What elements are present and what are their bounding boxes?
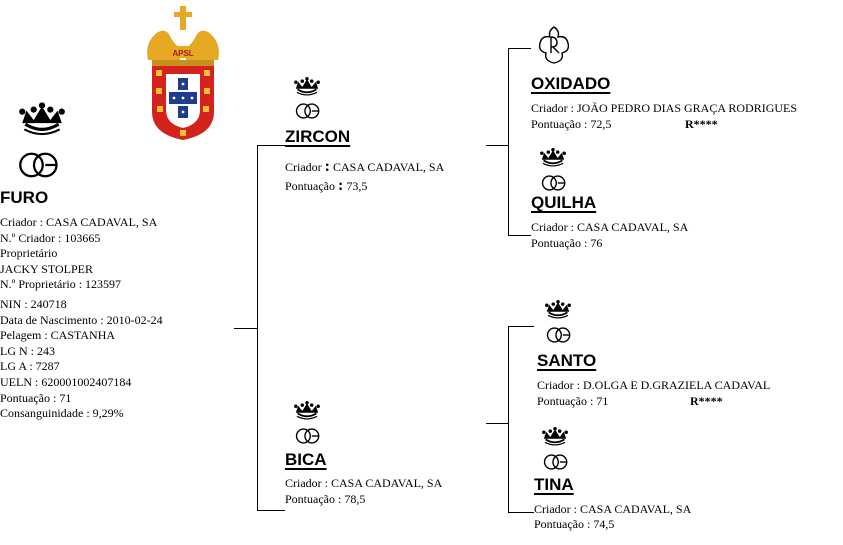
connector-dam-vertical	[508, 326, 509, 513]
horse-lgn: 243	[37, 343, 55, 358]
sire-dam-breeder-line: Criador : CASA CADAVAL, SA	[531, 220, 689, 234]
sire-dam-score: 76	[590, 236, 603, 250]
sire-breeder: CASA CADAVAL, SA	[332, 160, 445, 174]
connector-main	[234, 328, 258, 329]
horse-inbreeding: 9,29%	[92, 406, 124, 421]
sire-og-brand-icon	[295, 101, 321, 121]
sire-dam-name: QUILHA	[531, 193, 597, 212]
sire-score: 73,5	[346, 179, 368, 193]
dam-score: 78,5	[344, 492, 366, 506]
dam-dam-crown-icon	[540, 427, 570, 447]
dam-dam-og-brand-icon	[543, 452, 569, 472]
sire-score-line: Pontuação : 73,5	[285, 177, 368, 194]
dam-sire-name: SANTO	[537, 351, 597, 370]
horse-owner-number: 123597	[85, 277, 122, 292]
connector-sire-dam	[508, 235, 531, 236]
sire-crown-icon	[292, 77, 322, 97]
connector-sire-sire	[508, 48, 531, 49]
horse-name: FURO	[0, 188, 49, 207]
horse-og-brand-icon	[17, 150, 61, 180]
crest-ribbon-text: APSL	[172, 49, 193, 58]
sire-sire-breeder: JOÃO PEDRO DIAS GRAÇA RODRIGUES	[577, 101, 798, 115]
dam-sire-breeder-line: Criador : D.OLGA E D.GRAZIELA CADAVAL	[537, 378, 771, 392]
horse-ueln: 620001002407184	[41, 374, 132, 389]
connector-dam-out	[486, 423, 509, 424]
dam-crown-icon	[292, 401, 322, 421]
connector-dam-dam	[508, 512, 534, 513]
dam-dam-breeder-line: Criador : CASA CADAVAL, SA	[534, 502, 692, 516]
sire-name: ZIRCON	[285, 127, 351, 146]
sire-sire-breeder-line: Criador : JOÃO PEDRO DIAS GRAÇA RODRIGUE…	[531, 101, 798, 115]
horse-owner: JACKY STOLPER	[0, 261, 94, 276]
horse-lga: 7287	[35, 359, 60, 374]
sire-dam-og-brand-icon	[541, 173, 567, 193]
connector-dam-sire	[508, 326, 534, 327]
dam-sire-breeder: D.OLGA E D.GRAZIELA CADAVAL	[583, 378, 771, 392]
horse-details: Criador : CASA CADAVAL, SA N.º Criador :…	[0, 215, 163, 421]
dam-sire-rating: R****	[690, 394, 723, 408]
sire-sire-name: OXIDADO	[531, 74, 611, 93]
dam-dam-score: 74,5	[593, 517, 615, 531]
connector-dam	[257, 510, 285, 511]
connector-sire-vertical	[508, 48, 509, 236]
apsl-crest-logo: APSL	[140, 2, 226, 142]
sire-sire-score: 72,5	[590, 117, 612, 131]
horse-crown-icon	[16, 102, 68, 138]
dam-breeder-line: Criador : CASA CADAVAL, SA	[285, 476, 443, 490]
sire-dam-breeder: CASA CADAVAL, SA	[577, 220, 689, 234]
horse-coat: CASTANHA	[50, 328, 116, 343]
dam-dam-score-line: Pontuação : 74,5	[534, 517, 615, 531]
horse-nin: 240718	[30, 296, 67, 311]
dam-sire-og-brand-icon	[546, 325, 572, 345]
horse-score: 71	[59, 390, 72, 405]
dam-dam-breeder: CASA CADAVAL, SA	[580, 502, 692, 516]
horse-breeder-number: 103665	[64, 230, 101, 245]
sire-sire-rating: R****	[685, 117, 718, 131]
sire-breeder-line: Criador : CASA CADAVAL, SA	[285, 158, 445, 175]
horse-breeder: CASA CADAVAL, SA	[46, 215, 158, 229]
sire-dam-crown-icon	[538, 148, 568, 168]
connector-sire	[257, 145, 285, 146]
dam-name: BICA	[285, 450, 327, 469]
connector-parents-vertical	[257, 145, 258, 511]
dam-sire-crown-icon	[543, 300, 573, 320]
sire-dam-score-line: Pontuação : 76	[531, 236, 603, 250]
sire-sire-brand-icon	[536, 25, 572, 65]
connector-sire-out	[486, 145, 509, 146]
dam-breeder: CASA CADAVAL, SA	[331, 476, 443, 490]
sire-sire-score-line: Pontuação : 72,5	[531, 117, 612, 131]
dam-og-brand-icon	[295, 426, 321, 446]
dam-sire-score: 71	[596, 394, 609, 408]
dam-score-line: Pontuação : 78,5	[285, 492, 366, 506]
dam-dam-name: TINA	[534, 475, 574, 494]
dam-sire-score-line: Pontuação : 71	[537, 394, 609, 408]
horse-birth-date: 2010-02-24	[106, 312, 163, 327]
